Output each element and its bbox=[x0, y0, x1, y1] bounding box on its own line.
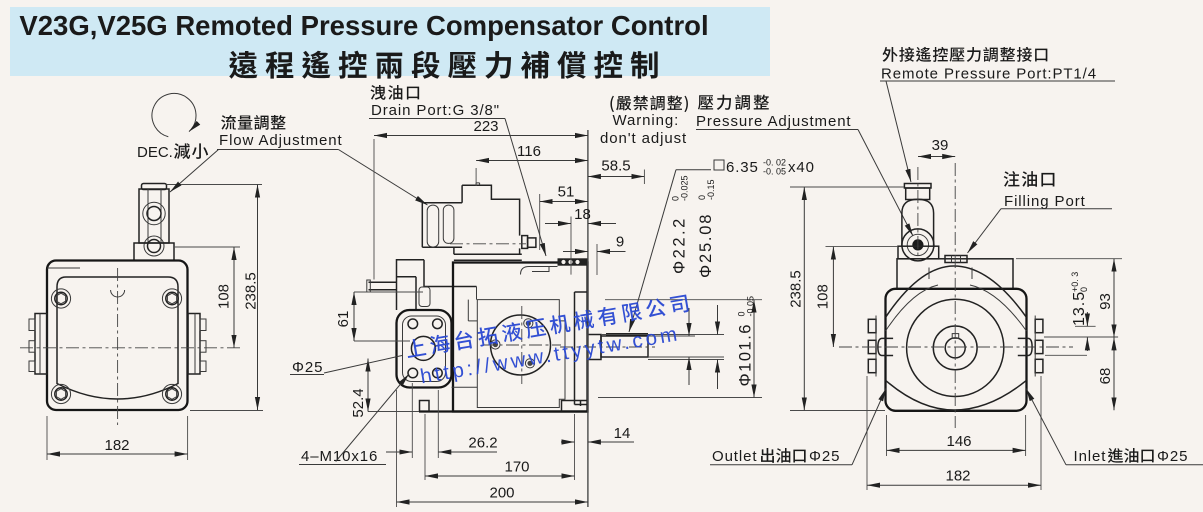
svg-text:Φ25: Φ25 bbox=[809, 448, 840, 465]
svg-text:108: 108 bbox=[216, 284, 233, 309]
svg-text:Outlet: Outlet bbox=[712, 448, 757, 465]
svg-text:58.5: 58.5 bbox=[601, 158, 630, 175]
svg-text:-0.025: -0.025 bbox=[680, 175, 690, 201]
svg-text:68: 68 bbox=[1097, 368, 1114, 385]
svg-text:9: 9 bbox=[616, 234, 624, 251]
svg-text:Φ25.08: Φ25.08 bbox=[697, 213, 715, 278]
svg-text:0: 0 bbox=[697, 195, 707, 200]
svg-text:x40: x40 bbox=[788, 159, 815, 176]
svg-text:0: 0 bbox=[1079, 287, 1089, 292]
svg-text:6.35: 6.35 bbox=[726, 159, 759, 176]
svg-text:DEC.: DEC. bbox=[137, 144, 173, 161]
svg-text:Filling Port: Filling Port bbox=[1004, 193, 1086, 210]
svg-text:116: 116 bbox=[517, 143, 541, 160]
svg-text:14: 14 bbox=[614, 425, 631, 442]
svg-text:238.5: 238.5 bbox=[243, 272, 260, 310]
svg-text:-0.05: -0.05 bbox=[746, 296, 756, 317]
svg-text:182: 182 bbox=[104, 437, 129, 454]
svg-text:39: 39 bbox=[932, 137, 949, 154]
svg-text:238.5: 238.5 bbox=[788, 270, 805, 308]
svg-text:Φ101.6: Φ101.6 bbox=[737, 323, 755, 386]
svg-text:223: 223 bbox=[473, 118, 498, 135]
svg-text:13.5: 13.5 bbox=[1071, 291, 1088, 326]
svg-text:Inlet: Inlet bbox=[1074, 448, 1107, 465]
svg-text:Φ25: Φ25 bbox=[1157, 448, 1188, 465]
svg-text:4–M10x16: 4–M10x16 bbox=[301, 448, 378, 465]
svg-text:Φ25: Φ25 bbox=[292, 359, 323, 376]
svg-text:18: 18 bbox=[574, 206, 591, 223]
svg-text:V23G,V25G Remoted Pressure Com: V23G,V25G Remoted Pressure Compensator C… bbox=[19, 10, 708, 41]
svg-text:Flow Adjustment: Flow Adjustment bbox=[219, 132, 343, 149]
svg-text:51: 51 bbox=[558, 184, 575, 201]
svg-text:170: 170 bbox=[504, 459, 529, 476]
svg-text:61: 61 bbox=[335, 311, 352, 328]
svg-text:Φ22.2: Φ22.2 bbox=[671, 216, 689, 274]
svg-text:182: 182 bbox=[945, 468, 970, 485]
svg-text:200: 200 bbox=[489, 485, 514, 502]
svg-text:Drain Port:G 3/8": Drain Port:G 3/8" bbox=[371, 102, 500, 119]
svg-text:+0. 3: +0. 3 bbox=[1070, 272, 1080, 292]
svg-text:Warning:: Warning: bbox=[613, 112, 680, 129]
svg-text:108: 108 bbox=[815, 284, 832, 309]
svg-text:26.2: 26.2 bbox=[468, 435, 497, 452]
svg-text:-0. 02: -0. 02 bbox=[763, 158, 786, 168]
svg-text:Pressure Adjustment: Pressure Adjustment bbox=[696, 113, 852, 130]
svg-text:0: 0 bbox=[737, 311, 747, 316]
svg-text:don't adjust: don't adjust bbox=[600, 130, 687, 147]
svg-text:-0. 05: -0. 05 bbox=[763, 167, 786, 177]
svg-text:0: 0 bbox=[671, 196, 681, 201]
svg-text:-0.15: -0.15 bbox=[706, 179, 716, 200]
svg-text:146: 146 bbox=[946, 433, 971, 450]
svg-text:Remote Pressure Port:PT1/4: Remote Pressure Port:PT1/4 bbox=[881, 66, 1097, 83]
svg-text:52.4: 52.4 bbox=[350, 388, 367, 417]
svg-text:93: 93 bbox=[1097, 293, 1114, 310]
